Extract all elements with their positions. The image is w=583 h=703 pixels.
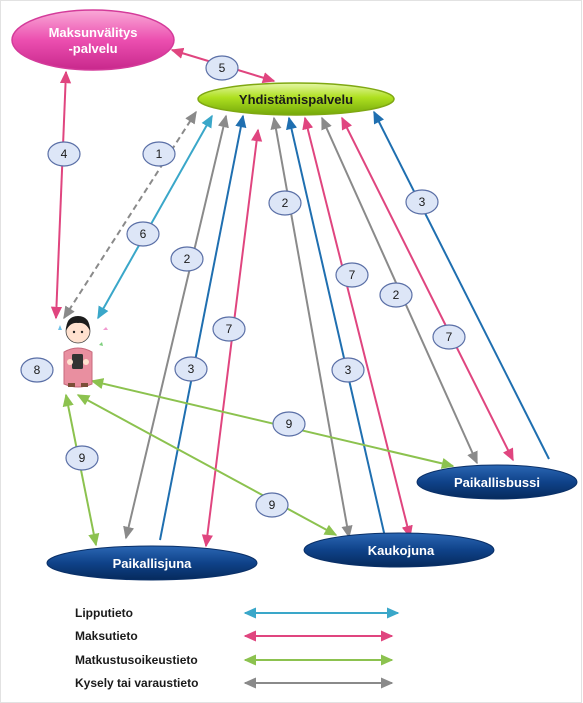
legend-label: Kysely tai varaustieto [75,676,198,690]
arrow-3-ticket-paikallisbussi [373,110,550,460]
badge: 7 [432,324,466,350]
badge: 5 [205,55,239,81]
badge: 2 [170,246,204,272]
badge-number: 7 [226,322,233,336]
legend-item-kysely: Kysely tai varaustieto [75,676,394,690]
node-paikallisbussi: Paikallisbussi [416,464,578,500]
badge: 9 [65,445,99,471]
badge: 9 [255,492,289,518]
legend-item-matkustusoikeustieto: Matkustusoikeustieto [75,653,394,667]
badge-number: 8 [34,363,41,377]
node-maksunvalitys: Maksunvälitys -palvelu [11,9,175,71]
badge-number: 1 [156,147,163,161]
user-icon [58,316,108,388]
legend-label: Maksutieto [75,629,138,643]
badge-number: 9 [79,451,86,465]
badge-number: 7 [446,330,453,344]
badge: 7 [335,262,369,288]
badge-number: 2 [393,288,400,302]
badge-number: 7 [349,268,356,282]
badge-number: 6 [140,227,147,241]
node-kaukojuna: Kaukojuna [303,532,495,568]
badge: 9 [272,411,306,437]
legend: Lipputieto Maksutieto Matkustusoikeustie… [75,606,400,690]
badge: 8 [20,357,54,383]
badge: 2 [268,190,302,216]
node-yhdistamispalvelu: Yhdistämispalvelu [197,82,395,116]
badge-number: 2 [282,196,289,210]
badge: 6 [126,221,160,247]
node-paikallisjuna-label: Paikallisjuna [113,556,193,571]
node-maksunvalitys-line1: Maksunvälitys [49,25,138,40]
badge-number: 5 [219,61,226,75]
badge-number: 9 [286,417,293,431]
node-paikallisbussi-label: Paikallisbussi [454,475,540,490]
legend-item-maksutieto: Maksutieto [75,629,394,643]
node-paikallisjuna: Paikallisjuna [46,545,258,581]
legend-label: Lipputieto [75,606,133,620]
badge: 4 [47,141,81,167]
legend-item-lipputieto: Lipputieto [75,606,400,620]
badge: 3 [405,189,439,215]
node-maksunvalitys-line2: -palvelu [68,41,117,56]
badge-number: 9 [269,498,276,512]
badge-number: 4 [61,147,68,161]
badge-number: 3 [345,363,352,377]
badges: 5 4 1 6 2 2 3 7 7 2 7 3 8 3 9 9 9 [20,55,466,518]
badge-number: 3 [188,362,195,376]
badge: 7 [212,316,246,342]
legend-label: Matkustusoikeustieto [75,653,198,667]
badge: 1 [142,141,176,167]
arrow-7-payment-paikallisbussi [341,116,514,462]
badge: 3 [174,356,208,382]
badge-number: 3 [419,195,426,209]
arrows [50,47,550,548]
badge: 2 [379,282,413,308]
node-kaukojuna-label: Kaukojuna [368,543,435,558]
badge: 3 [331,357,365,383]
badge-number: 2 [184,252,191,266]
node-yhdistamispalvelu-label: Yhdistämispalvelu [239,92,353,107]
